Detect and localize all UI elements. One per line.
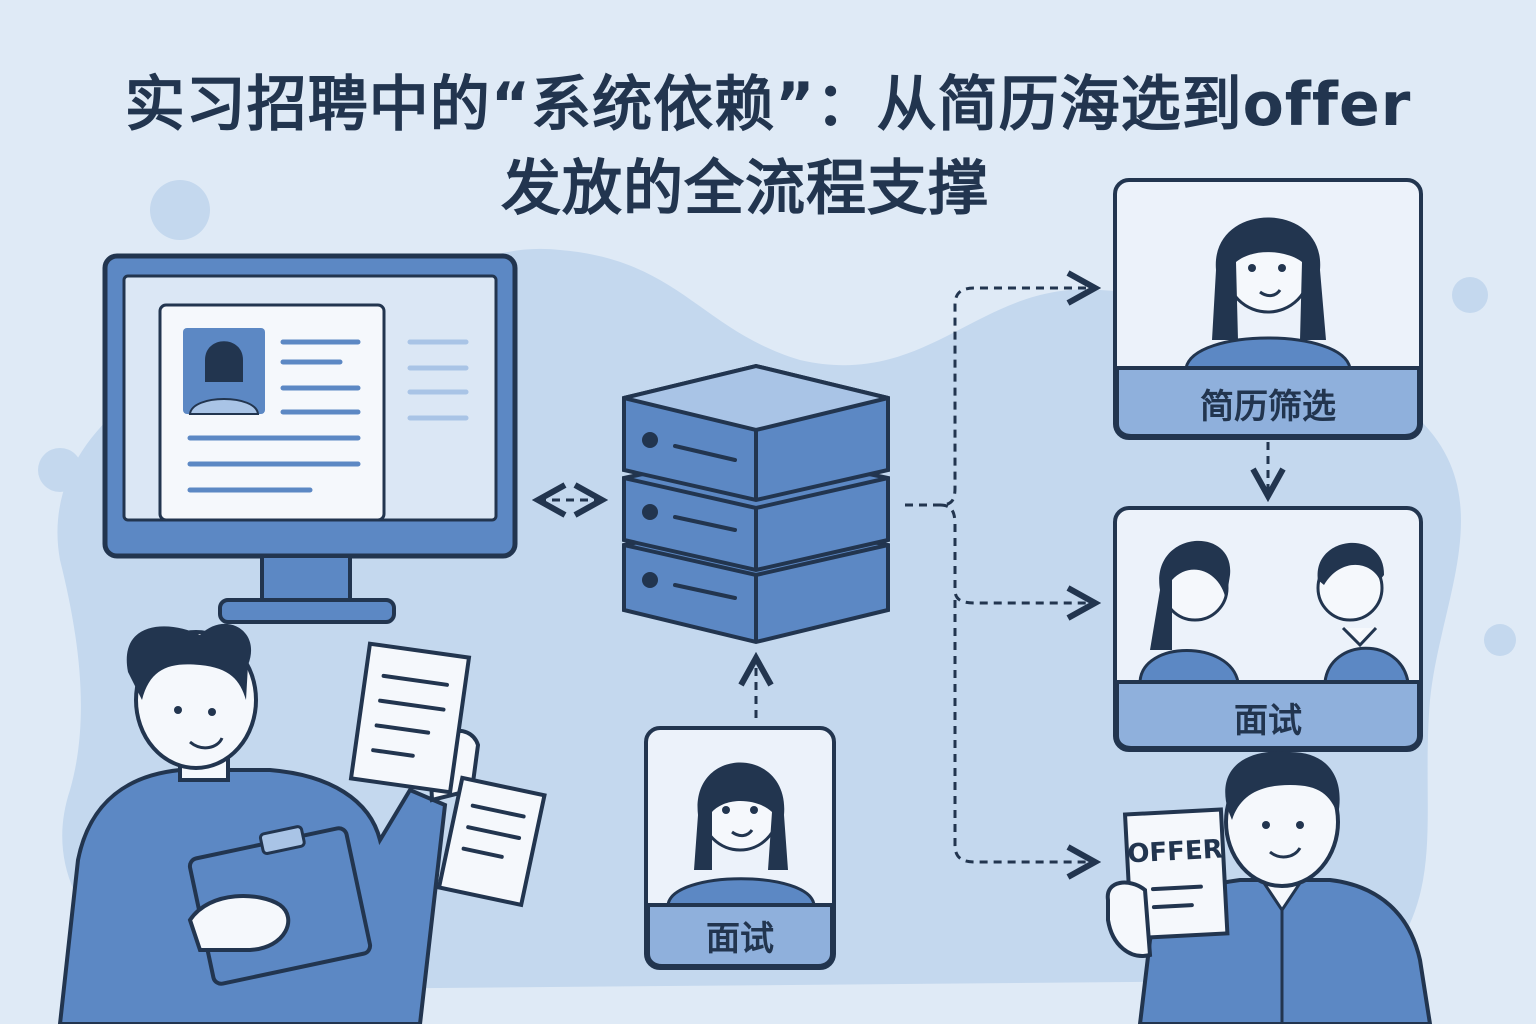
interview-single-card: 面试	[644, 726, 836, 970]
candidate-with-offer: OFFER	[1105, 751, 1433, 1024]
interview-single-label: 面试	[706, 919, 774, 959]
resume-documents	[348, 641, 547, 908]
computer-monitor	[102, 253, 518, 624]
interview-pair-card: 面试	[1113, 506, 1423, 752]
page-title-line-1: 实习招聘中的“系统依赖”：从简历海选到offer	[124, 70, 1412, 140]
branch-arrows	[905, 288, 1268, 862]
server-stack	[622, 363, 890, 645]
recruiter-with-clipboard	[57, 623, 481, 1024]
offer-letter-label: OFFER	[1127, 834, 1224, 869]
screening-label: 简历筛选	[1200, 387, 1336, 427]
interview-pair-label: 面试	[1234, 701, 1302, 741]
page-title-line-2: 发放的全流程支撑	[501, 154, 989, 224]
screening-card: 简历筛选	[1113, 178, 1423, 440]
